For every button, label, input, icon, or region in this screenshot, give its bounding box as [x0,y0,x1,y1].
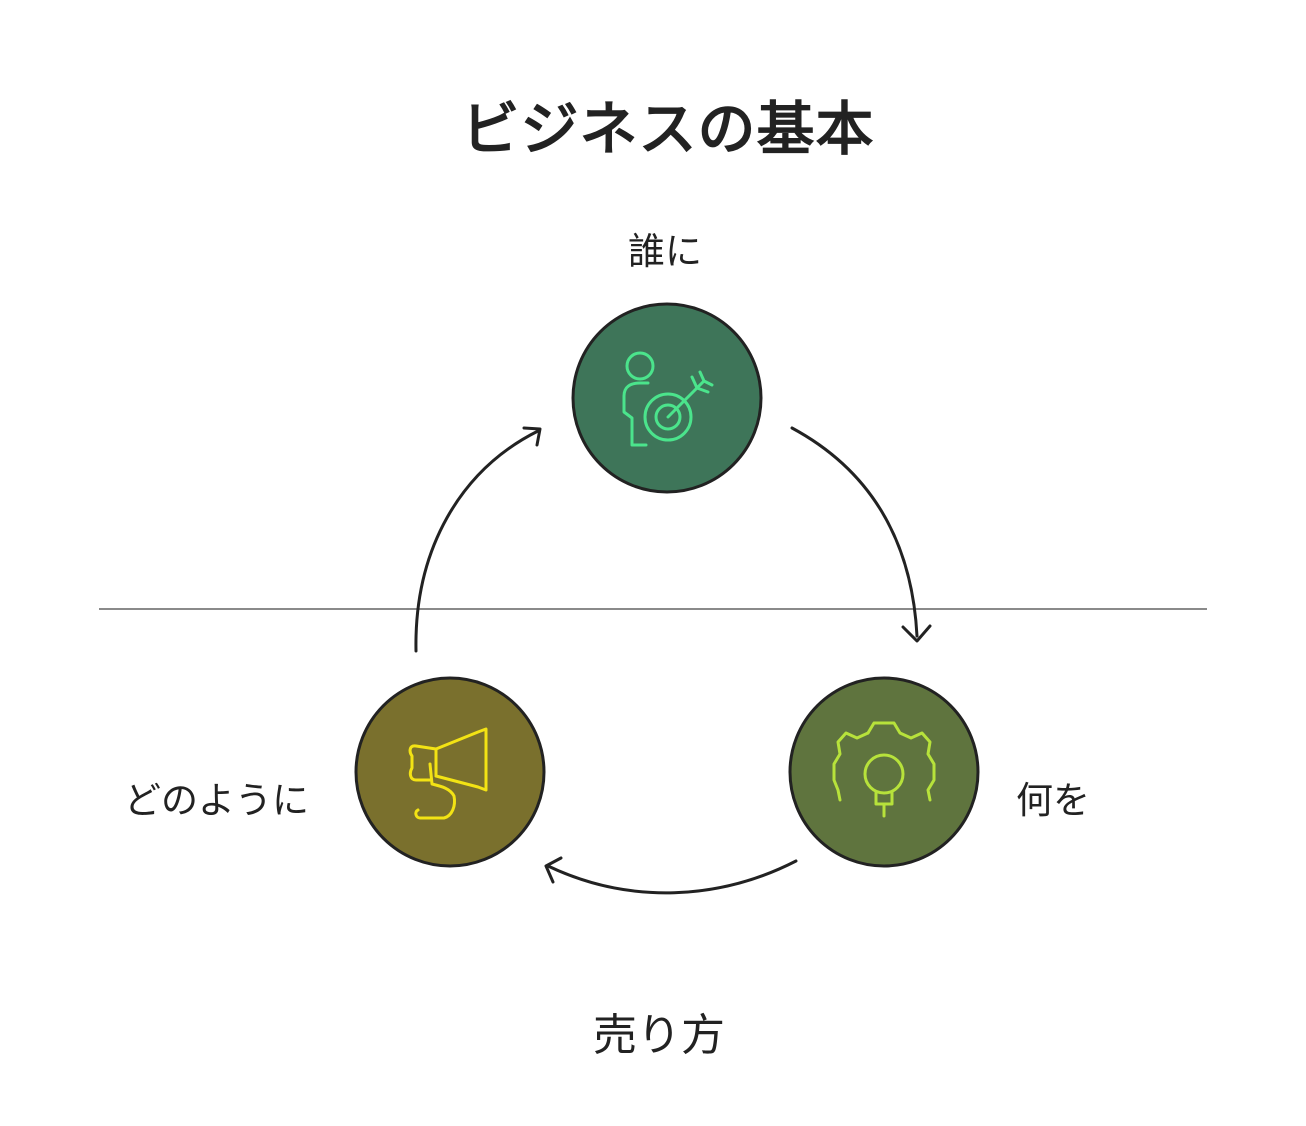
node-how [354,676,546,868]
node-how-label: どのように [124,779,309,822]
arrow-what-to-how [544,856,798,895]
node-how-circle [354,676,546,868]
arrow-how-to-who [414,426,542,653]
node-what [788,676,980,868]
node-who-label: 誰に [628,230,702,273]
person-target-icon [622,351,714,447]
node-what-circle [788,676,980,868]
arrow-who-to-what [790,426,932,643]
node-what-label: 何を [1016,779,1090,822]
divider-line [99,608,1207,610]
megaphone-icon [408,727,488,820]
node-who [571,302,763,494]
diagram-title: ビジネスの基本 [461,95,875,163]
node-who-circle [571,302,763,494]
gear-lightbulb-icon [832,721,936,818]
diagram-caption: 売り方 [593,1010,725,1061]
